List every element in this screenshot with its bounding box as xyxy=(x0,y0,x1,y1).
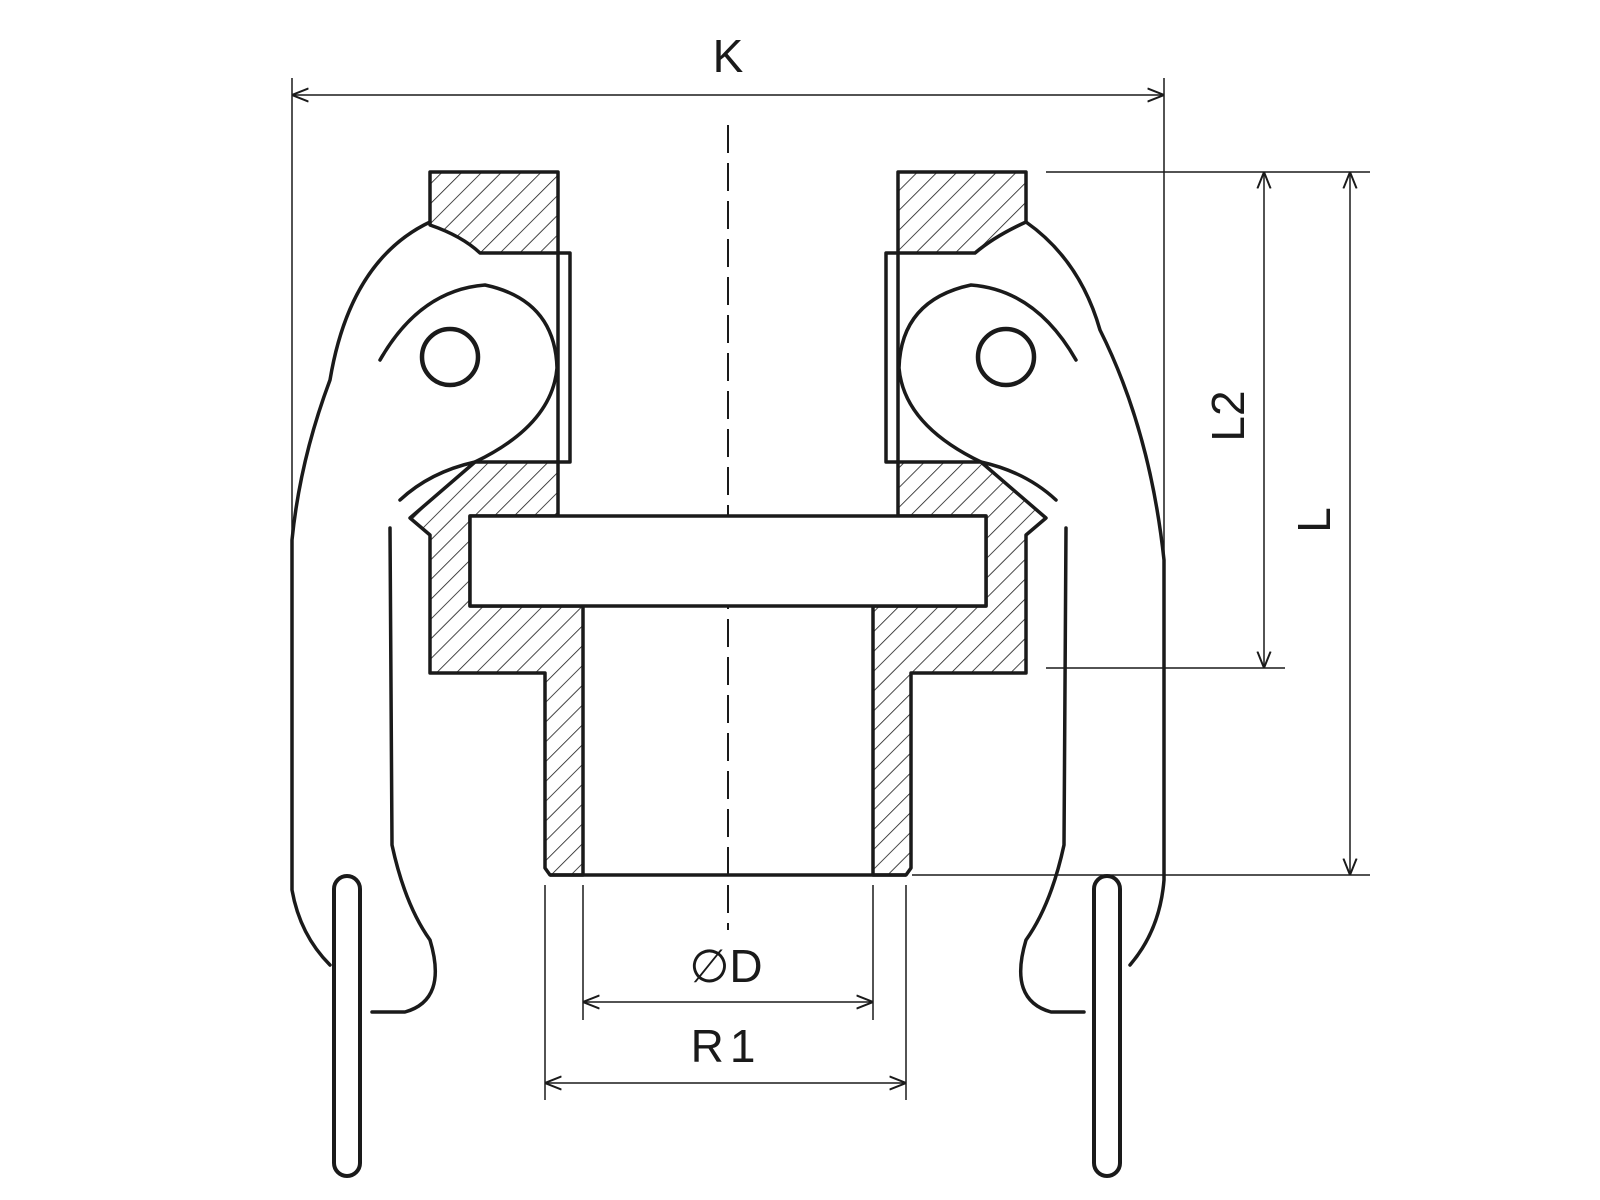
label-l: L xyxy=(1288,507,1340,533)
right-pivot-pin xyxy=(975,326,1037,388)
dimensions xyxy=(291,78,1370,1100)
left-cam-arm-outer xyxy=(290,220,432,967)
top-flange-left-section xyxy=(428,170,560,255)
left-pull-ring xyxy=(332,874,362,1178)
gasket xyxy=(468,514,988,608)
label-l2: L2 xyxy=(1202,390,1254,441)
top-flange-right-section xyxy=(896,170,1028,255)
upper-bore-right-wall xyxy=(884,251,900,464)
right-cam-lobe xyxy=(897,283,1078,502)
left-cam-lobe xyxy=(378,283,559,502)
right-pull-ring xyxy=(1092,874,1122,1178)
left-pivot-pin xyxy=(419,326,481,388)
right-cam-arm-outer xyxy=(1024,220,1166,967)
label-diameter-d: ∅D xyxy=(689,940,762,992)
left-cam-arm-inner xyxy=(370,526,438,1014)
label-k: K xyxy=(713,30,744,82)
upper-bore-left-wall xyxy=(556,251,572,464)
coupling-body xyxy=(408,170,1048,877)
right-cam-arm-inner xyxy=(1018,526,1086,1014)
cam-arms xyxy=(290,220,1166,1014)
label-r1: R1 xyxy=(691,1020,762,1072)
